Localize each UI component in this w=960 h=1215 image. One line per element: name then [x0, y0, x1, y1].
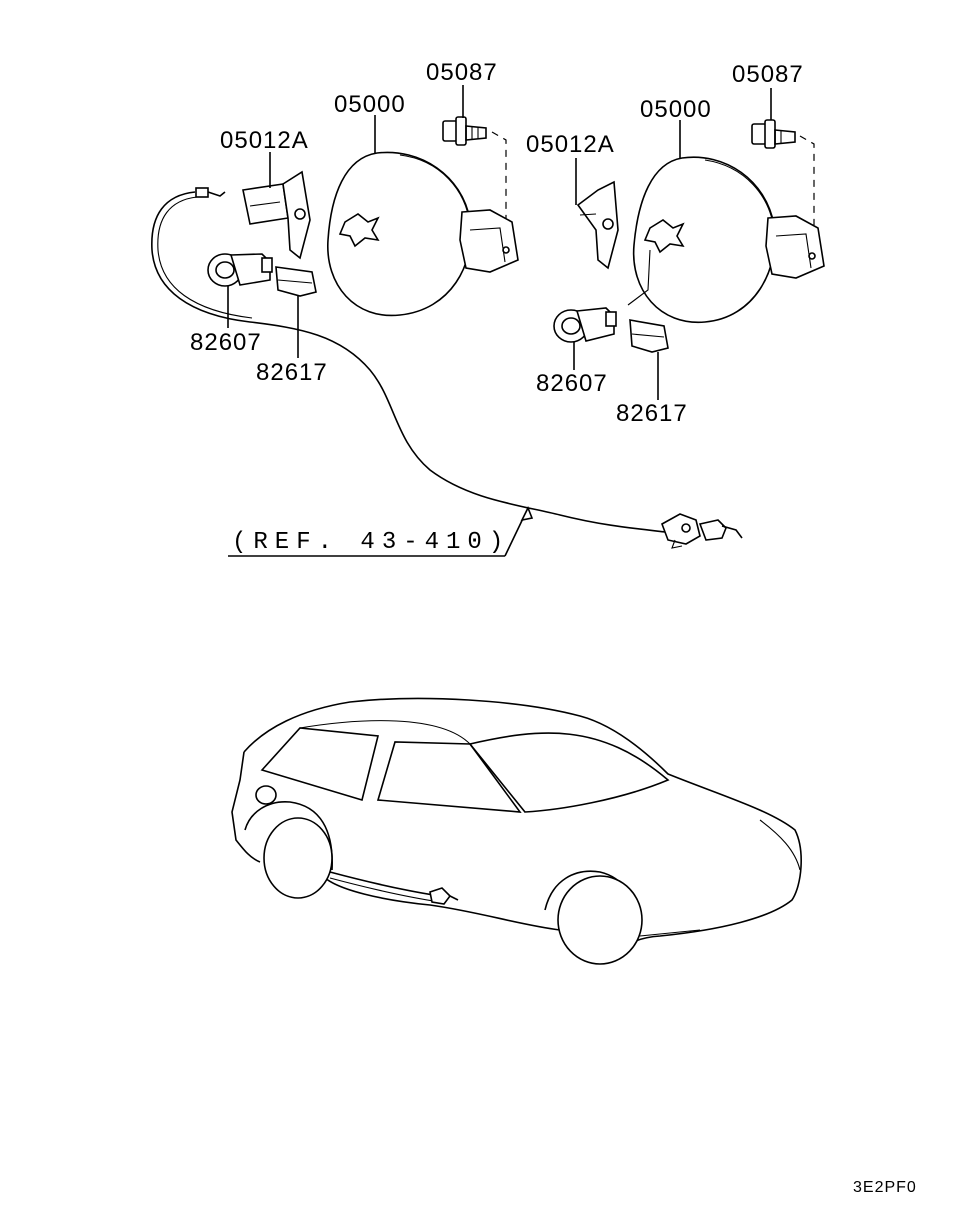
- cable-end-fitting: [195, 187, 226, 198]
- diagram-code: 3E2PF0: [853, 1179, 917, 1196]
- fuel-lid-left: [327, 151, 519, 317]
- label-lid-left: 05000: [334, 91, 406, 118]
- label-clip-right: 82617: [616, 400, 688, 427]
- label-clip-left: 82617: [256, 359, 328, 386]
- car-cable-handle: [429, 887, 459, 905]
- label-cylinder-right: 82607: [536, 370, 608, 397]
- hinge-05012A-right: [576, 180, 619, 270]
- left-assembly: [151, 85, 666, 533]
- label-cylinder-left: 82607: [190, 329, 262, 356]
- right-assembly: [553, 88, 825, 549]
- clip-right: [629, 319, 669, 353]
- label-bolt-right: 05087: [732, 61, 804, 88]
- lock-cylinder-left: [207, 253, 273, 287]
- hinge-05012A-left: [242, 170, 311, 260]
- reference-label: (REF. 43-410): [232, 529, 510, 556]
- opener-cable: [151, 191, 666, 533]
- label-bolt-left: 05087: [426, 59, 498, 86]
- clip-left: [275, 266, 317, 297]
- car-illustration: [231, 697, 802, 965]
- label-hinge-right: 05012A: [526, 131, 615, 158]
- fuel-lid-right: [632, 156, 825, 323]
- bolt-05087-left: [442, 116, 487, 146]
- label-hinge-left: 05012A: [220, 127, 309, 154]
- bolt-05087-right: [751, 119, 796, 149]
- cable-release-handle: [661, 513, 743, 549]
- reference-leader: [228, 506, 534, 557]
- label-lid-right: 05000: [640, 96, 712, 123]
- lock-cylinder-right: [553, 307, 617, 343]
